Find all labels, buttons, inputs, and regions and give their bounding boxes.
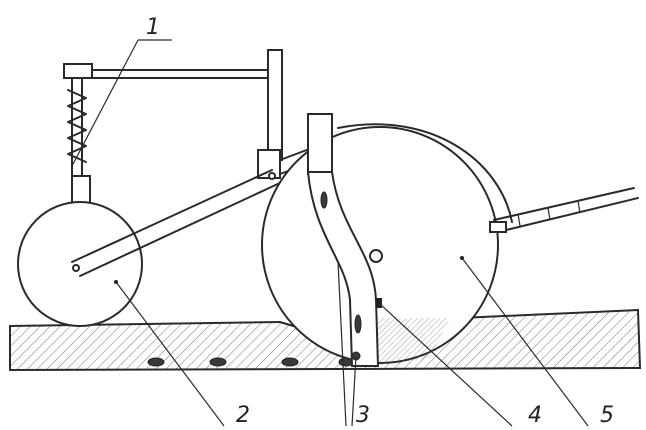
callout-5: 5 xyxy=(600,403,614,428)
leader-2 xyxy=(115,281,225,427)
drawbar xyxy=(489,187,639,233)
coulter-tube xyxy=(306,113,382,367)
callout-2: 2 xyxy=(236,403,250,428)
leader-3a xyxy=(337,261,347,427)
leader-4 xyxy=(379,303,513,427)
seed-mark xyxy=(281,357,299,367)
seed-mark xyxy=(147,357,165,367)
leader-lines xyxy=(71,39,589,427)
support-wheel xyxy=(17,201,143,327)
seed-mark xyxy=(209,357,227,367)
callout-3: 3 xyxy=(356,403,370,428)
connecting-link xyxy=(71,169,283,277)
callout-1: 1 xyxy=(146,15,160,40)
leader-5 xyxy=(461,257,589,427)
leader-3b xyxy=(351,355,357,427)
callout-4: 4 xyxy=(528,403,542,428)
frame xyxy=(67,49,313,179)
leader-1 xyxy=(71,39,139,167)
